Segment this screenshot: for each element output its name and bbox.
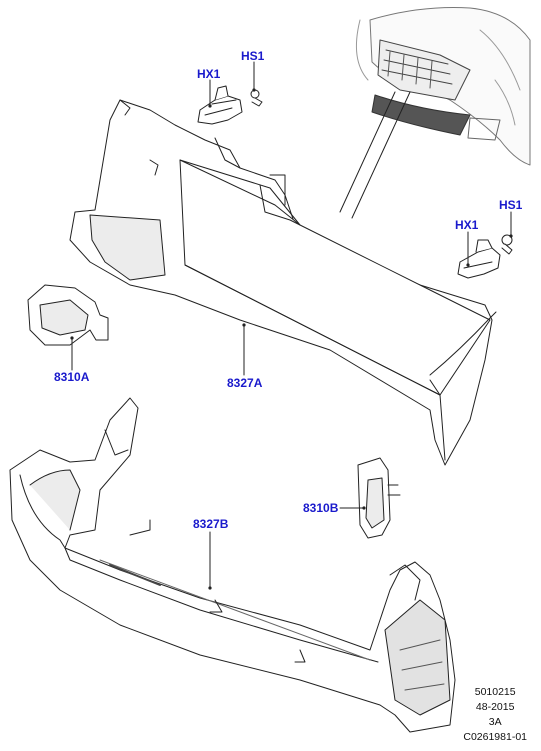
part-8327b xyxy=(9,397,456,733)
label-hx1-top[interactable]: HX1 xyxy=(197,67,221,81)
part-hx1-top xyxy=(197,85,243,125)
part-hx1-right xyxy=(457,239,501,279)
vehicle-inset xyxy=(355,7,531,166)
part-8327a-frame xyxy=(69,99,497,466)
label-hs1-top[interactable]: HS1 xyxy=(241,49,265,63)
footer-line-4: C0261981-01 xyxy=(463,731,527,743)
drawing-reference-block: 5010215 48-2015 3A C0261981-01 xyxy=(463,685,527,745)
label-8310b[interactable]: 8310B xyxy=(303,501,339,515)
label-hs1-right[interactable]: HS1 xyxy=(499,198,523,212)
part-hs1-right xyxy=(501,234,513,255)
part-8310b xyxy=(357,457,401,539)
part-hs1-top xyxy=(250,89,263,107)
label-8310a[interactable]: 8310A xyxy=(54,370,90,384)
part-8310a xyxy=(27,284,109,346)
footer-line-2: 48-2015 xyxy=(475,701,515,713)
label-hx1-right[interactable]: HX1 xyxy=(455,218,479,232)
inset-leader-line-2 xyxy=(351,91,411,219)
footer-line-3: 3A xyxy=(488,716,502,728)
label-8327a[interactable]: 8327A xyxy=(227,376,263,390)
label-8327b[interactable]: 8327B xyxy=(193,517,229,531)
inset-leader-line xyxy=(339,91,396,213)
footer-line-1: 5010215 xyxy=(474,686,516,698)
